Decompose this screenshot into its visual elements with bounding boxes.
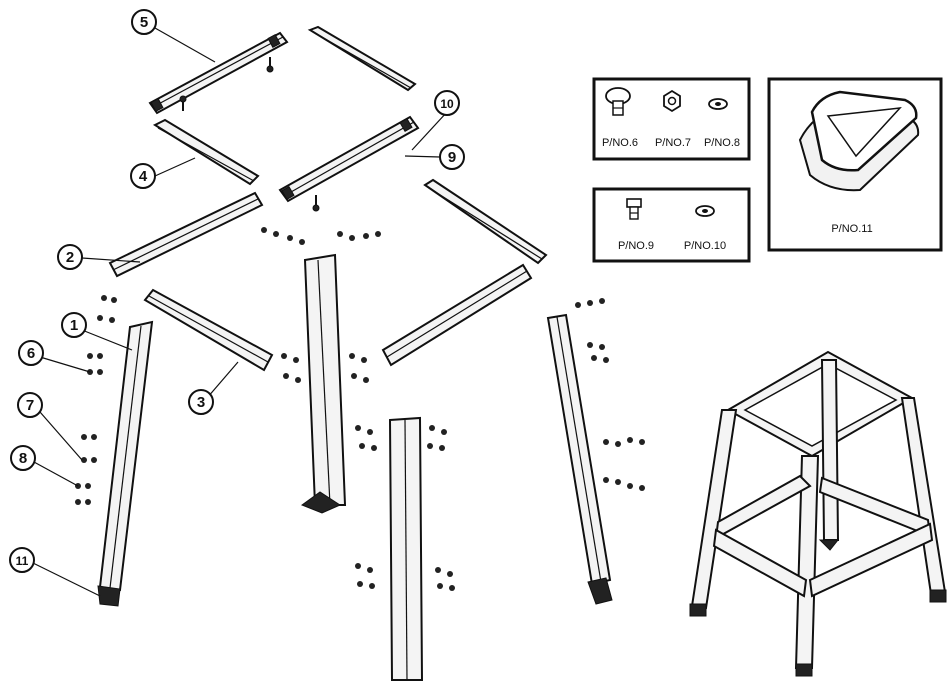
leg-center-back	[300, 253, 347, 514]
callout-5: 5	[131, 9, 157, 35]
pno-7-label: P/NO.7	[655, 137, 691, 149]
pno-9-label: P/NO.9	[618, 240, 654, 252]
bar-upper-middle	[278, 115, 420, 203]
pno-6-label: P/NO.6	[602, 137, 638, 149]
svg-text:9: 9	[448, 149, 456, 166]
parts-box-c: P/NO.11	[767, 77, 943, 252]
callout-7: 7	[17, 392, 43, 418]
callout-4: 4	[130, 163, 156, 189]
leg-part-1	[97, 320, 154, 607]
carriage-bolt-icon	[605, 87, 631, 116]
washer-icon	[695, 205, 715, 217]
callout-1: 1	[61, 312, 87, 338]
svg-text:1: 1	[70, 317, 78, 334]
pno-10-label: P/NO.10	[684, 240, 726, 252]
svg-text:3: 3	[197, 394, 205, 411]
svg-text:11: 11	[16, 554, 29, 568]
bar-part-2	[108, 191, 264, 278]
svg-text:5: 5	[140, 14, 148, 31]
leg-center-front	[388, 416, 424, 681]
callout-2: 2	[57, 244, 83, 270]
callout-10: 10	[434, 90, 460, 116]
hardware-cluster	[75, 227, 645, 591]
assembled-stand	[689, 350, 947, 677]
washer-icon-small	[708, 98, 728, 110]
hex-bolt-icon	[626, 198, 642, 220]
svg-text:4: 4	[139, 168, 148, 185]
callout-9: 9	[439, 144, 465, 170]
parts-box-b: P/NO.9 P/NO.10	[592, 187, 751, 263]
callout-leaders	[32, 27, 448, 597]
rubber-foot-icon	[798, 90, 920, 192]
screw-top-2	[179, 95, 187, 111]
bar-part-4	[152, 118, 260, 186]
callout-3: 3	[188, 389, 214, 415]
pno-11-label: P/NO.11	[831, 223, 872, 235]
parts-box-a: P/NO.6 P/NO.7 P/NO.8	[592, 77, 751, 161]
leg-right	[546, 313, 613, 605]
bar-upper-right	[307, 25, 417, 92]
screw-top-1	[266, 57, 274, 73]
svg-text:8: 8	[19, 450, 27, 467]
svg-text:2: 2	[66, 249, 74, 266]
screw-top-3	[312, 195, 320, 212]
svg-text:10: 10	[440, 97, 454, 111]
bar-mid-right	[423, 178, 548, 265]
pno-8-label: P/NO.8	[704, 137, 740, 149]
bar-lower-right	[381, 263, 533, 367]
hex-nut-icon	[663, 89, 681, 113]
callout-11: 11	[9, 547, 35, 573]
bar-part-3	[143, 288, 274, 372]
callout-8: 8	[10, 445, 36, 471]
svg-text:7: 7	[26, 397, 34, 414]
svg-text:6: 6	[27, 345, 35, 362]
bar-part-5	[148, 31, 289, 115]
callout-6: 6	[18, 340, 44, 366]
